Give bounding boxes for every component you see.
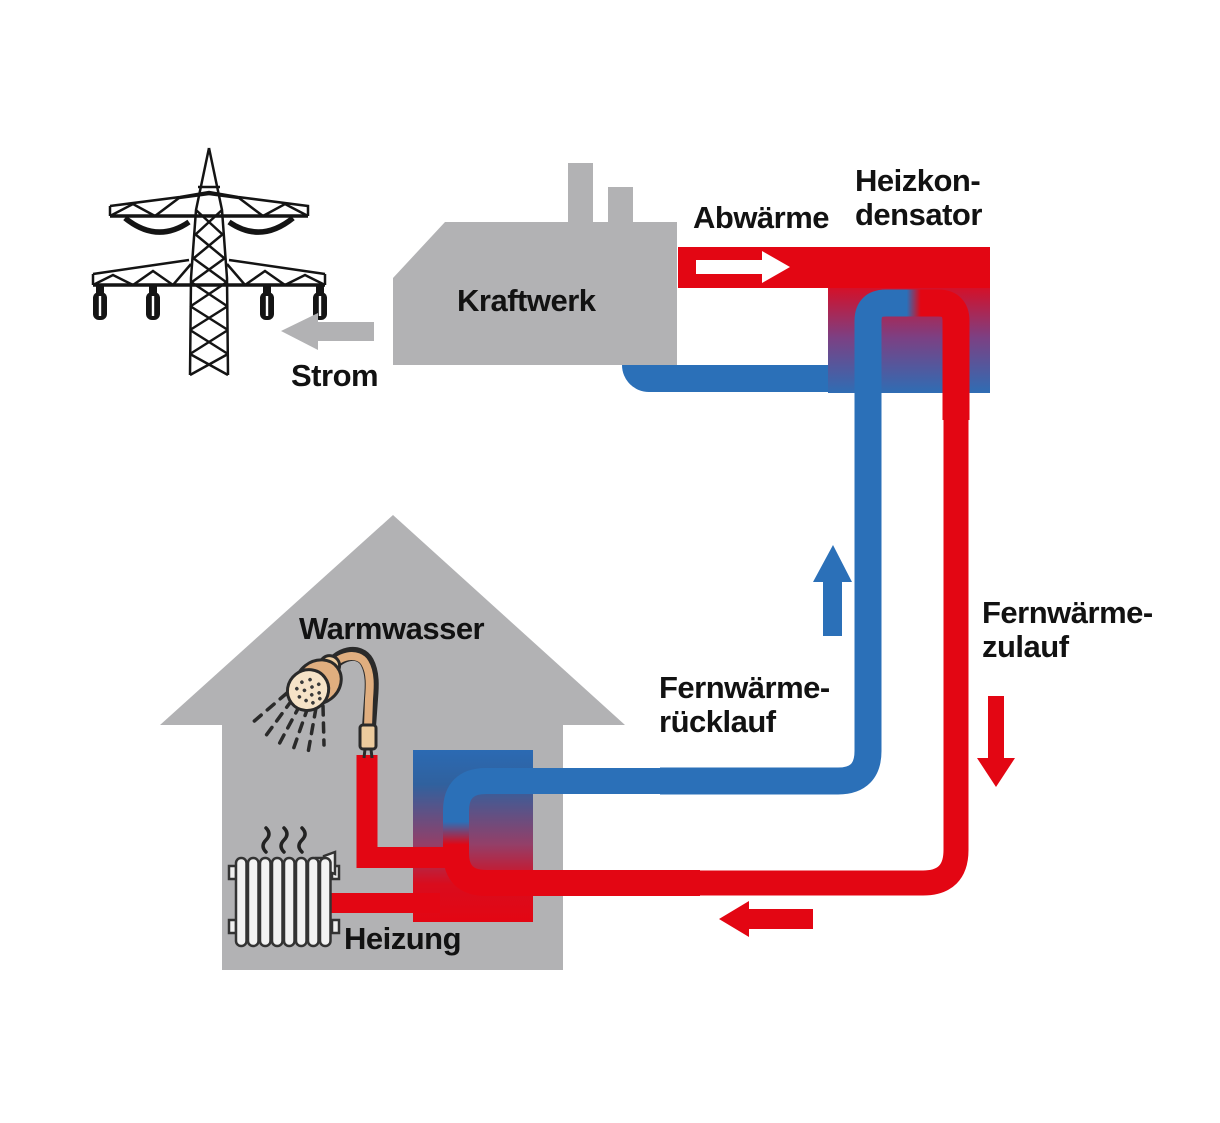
heizkondensator-label-line2: densator [855, 197, 982, 232]
pylon-icon [91, 147, 327, 377]
fernwaerme-zulauf-label: Fernwärme- zulauf [982, 596, 1153, 664]
shower-icon [250, 646, 379, 759]
shower-handle [358, 723, 378, 759]
zulauf-house-arrow-icon [719, 901, 813, 937]
condenser-loop-pipe [854, 289, 970, 420]
insulator-icons [93, 285, 327, 320]
heizkondensator-label-line1: Heizkon- [855, 163, 981, 198]
house-roof [160, 515, 625, 725]
house-loop-pipe [443, 768, 700, 896]
shower-head [285, 654, 343, 712]
pipe-warmwasser [356, 755, 468, 868]
strom-label: Strom [291, 358, 379, 393]
fernwaerme-ruecklauf-label-line1: Fernwärme- [659, 670, 830, 705]
ruecklauf-arrow-icon [813, 545, 852, 636]
heat-waves-icon [261, 826, 307, 854]
fernwaerme-zulauf-label-line2: zulauf [982, 629, 1069, 664]
fernwaerme-ruecklauf-label-line2: rücklauf [659, 704, 776, 739]
heizung-label: Heizung [344, 921, 462, 956]
abwaerme-arrow-icon [696, 251, 790, 283]
strom-arrow-icon [281, 313, 374, 350]
fernwaerme-ruecklauf-label: Fernwärme- rücklauf [659, 671, 830, 739]
pipe-fernwaerme-ruecklauf [660, 400, 882, 795]
warmwasser-label: Warmwasser [299, 611, 485, 646]
pipe-condenser-return [622, 365, 880, 392]
water-spray-icon [250, 691, 326, 755]
radiator-icon [227, 826, 341, 948]
fernwaerme-zulauf-label-line1: Fernwärme- [982, 595, 1153, 630]
abwaerme-label: Abwärme [693, 200, 830, 235]
zulauf-arrow-icon [977, 696, 1015, 787]
kraftwerk-building [393, 163, 677, 365]
kraftwerk-label: Kraftwerk [457, 283, 596, 318]
heizkondensator-label: Heizkon- densator [855, 164, 982, 232]
pipe-fernwaerme-zulauf [690, 400, 969, 896]
